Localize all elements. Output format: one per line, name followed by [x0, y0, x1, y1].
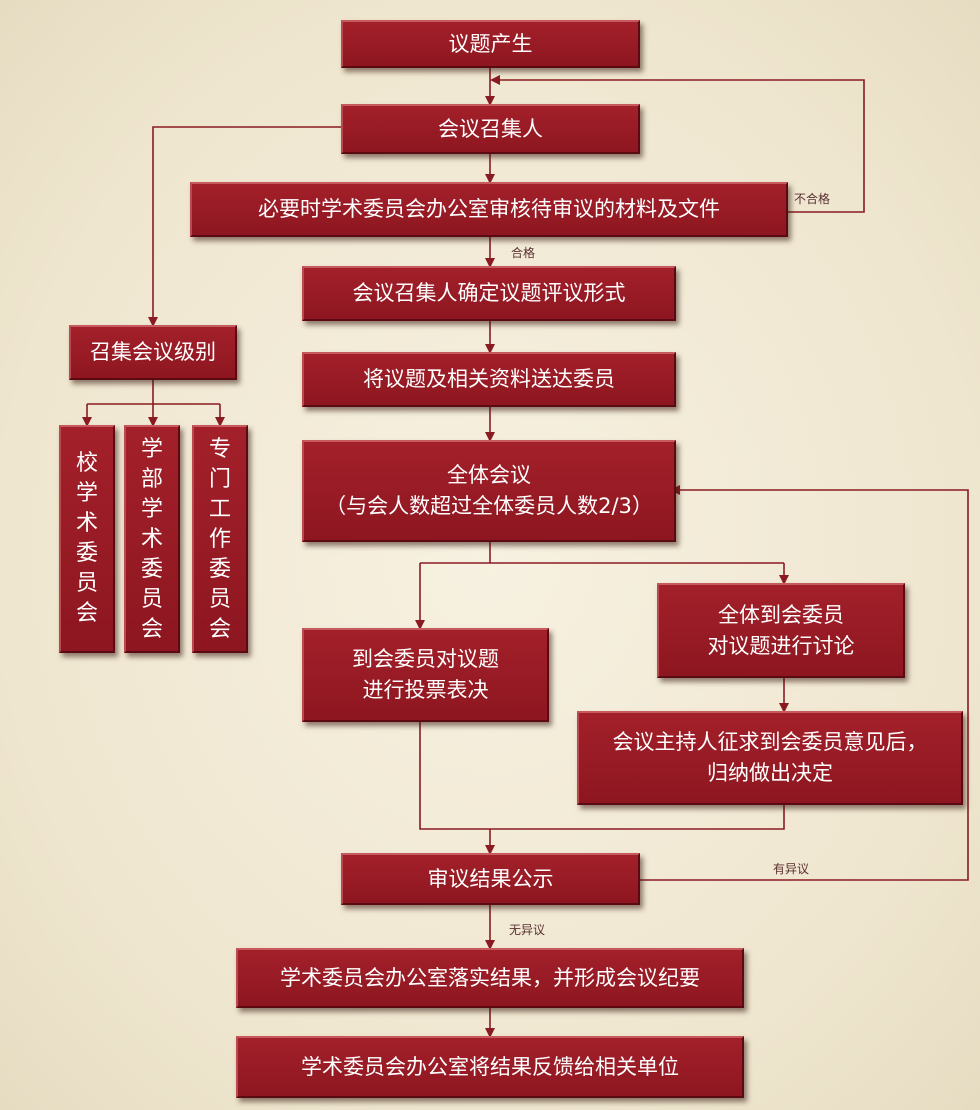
node-implement: 学术委员会办公室落实结果，并形成会议纪要	[236, 948, 744, 1008]
node-feedback: 学术委员会办公室将结果反馈给相关单位	[236, 1036, 744, 1098]
node-discussion: 全体到会委员 对议题进行讨论	[657, 583, 905, 678]
node-special-committee: 专 门 工 作 委 员 会	[192, 425, 248, 653]
node-faculty-committee: 学 部 学 术 委 员 会	[124, 425, 180, 653]
node-convener: 会议召集人	[341, 104, 640, 154]
label-no-objection: 无异议	[509, 923, 546, 937]
node-deliver-materials: 将议题及相关资料送达委员	[302, 352, 676, 407]
node-plenary-meeting: 全体会议 （与会人数超过全体委员人数2/3）	[302, 440, 676, 542]
node-office-review: 必要时学术委员会办公室审核待审议的材料及文件	[190, 182, 788, 237]
node-vote: 到会委员对议题 进行投票表决	[302, 628, 549, 722]
node-meeting-level: 召集会议级别	[69, 325, 237, 380]
label-objection: 有异议	[773, 862, 810, 876]
node-topic-generated: 议题产生	[341, 20, 640, 68]
node-publicize: 审议结果公示	[341, 853, 640, 905]
label-unqualified: 不合格	[794, 192, 831, 206]
node-determine-form: 会议召集人确定议题评议形式	[302, 266, 676, 321]
node-school-committee: 校 学 术 委 员 会	[59, 425, 115, 653]
label-qualified: 合格	[511, 246, 536, 260]
node-host-decision: 会议主持人征求到会委员意见后， 归纳做出决定	[577, 711, 963, 805]
